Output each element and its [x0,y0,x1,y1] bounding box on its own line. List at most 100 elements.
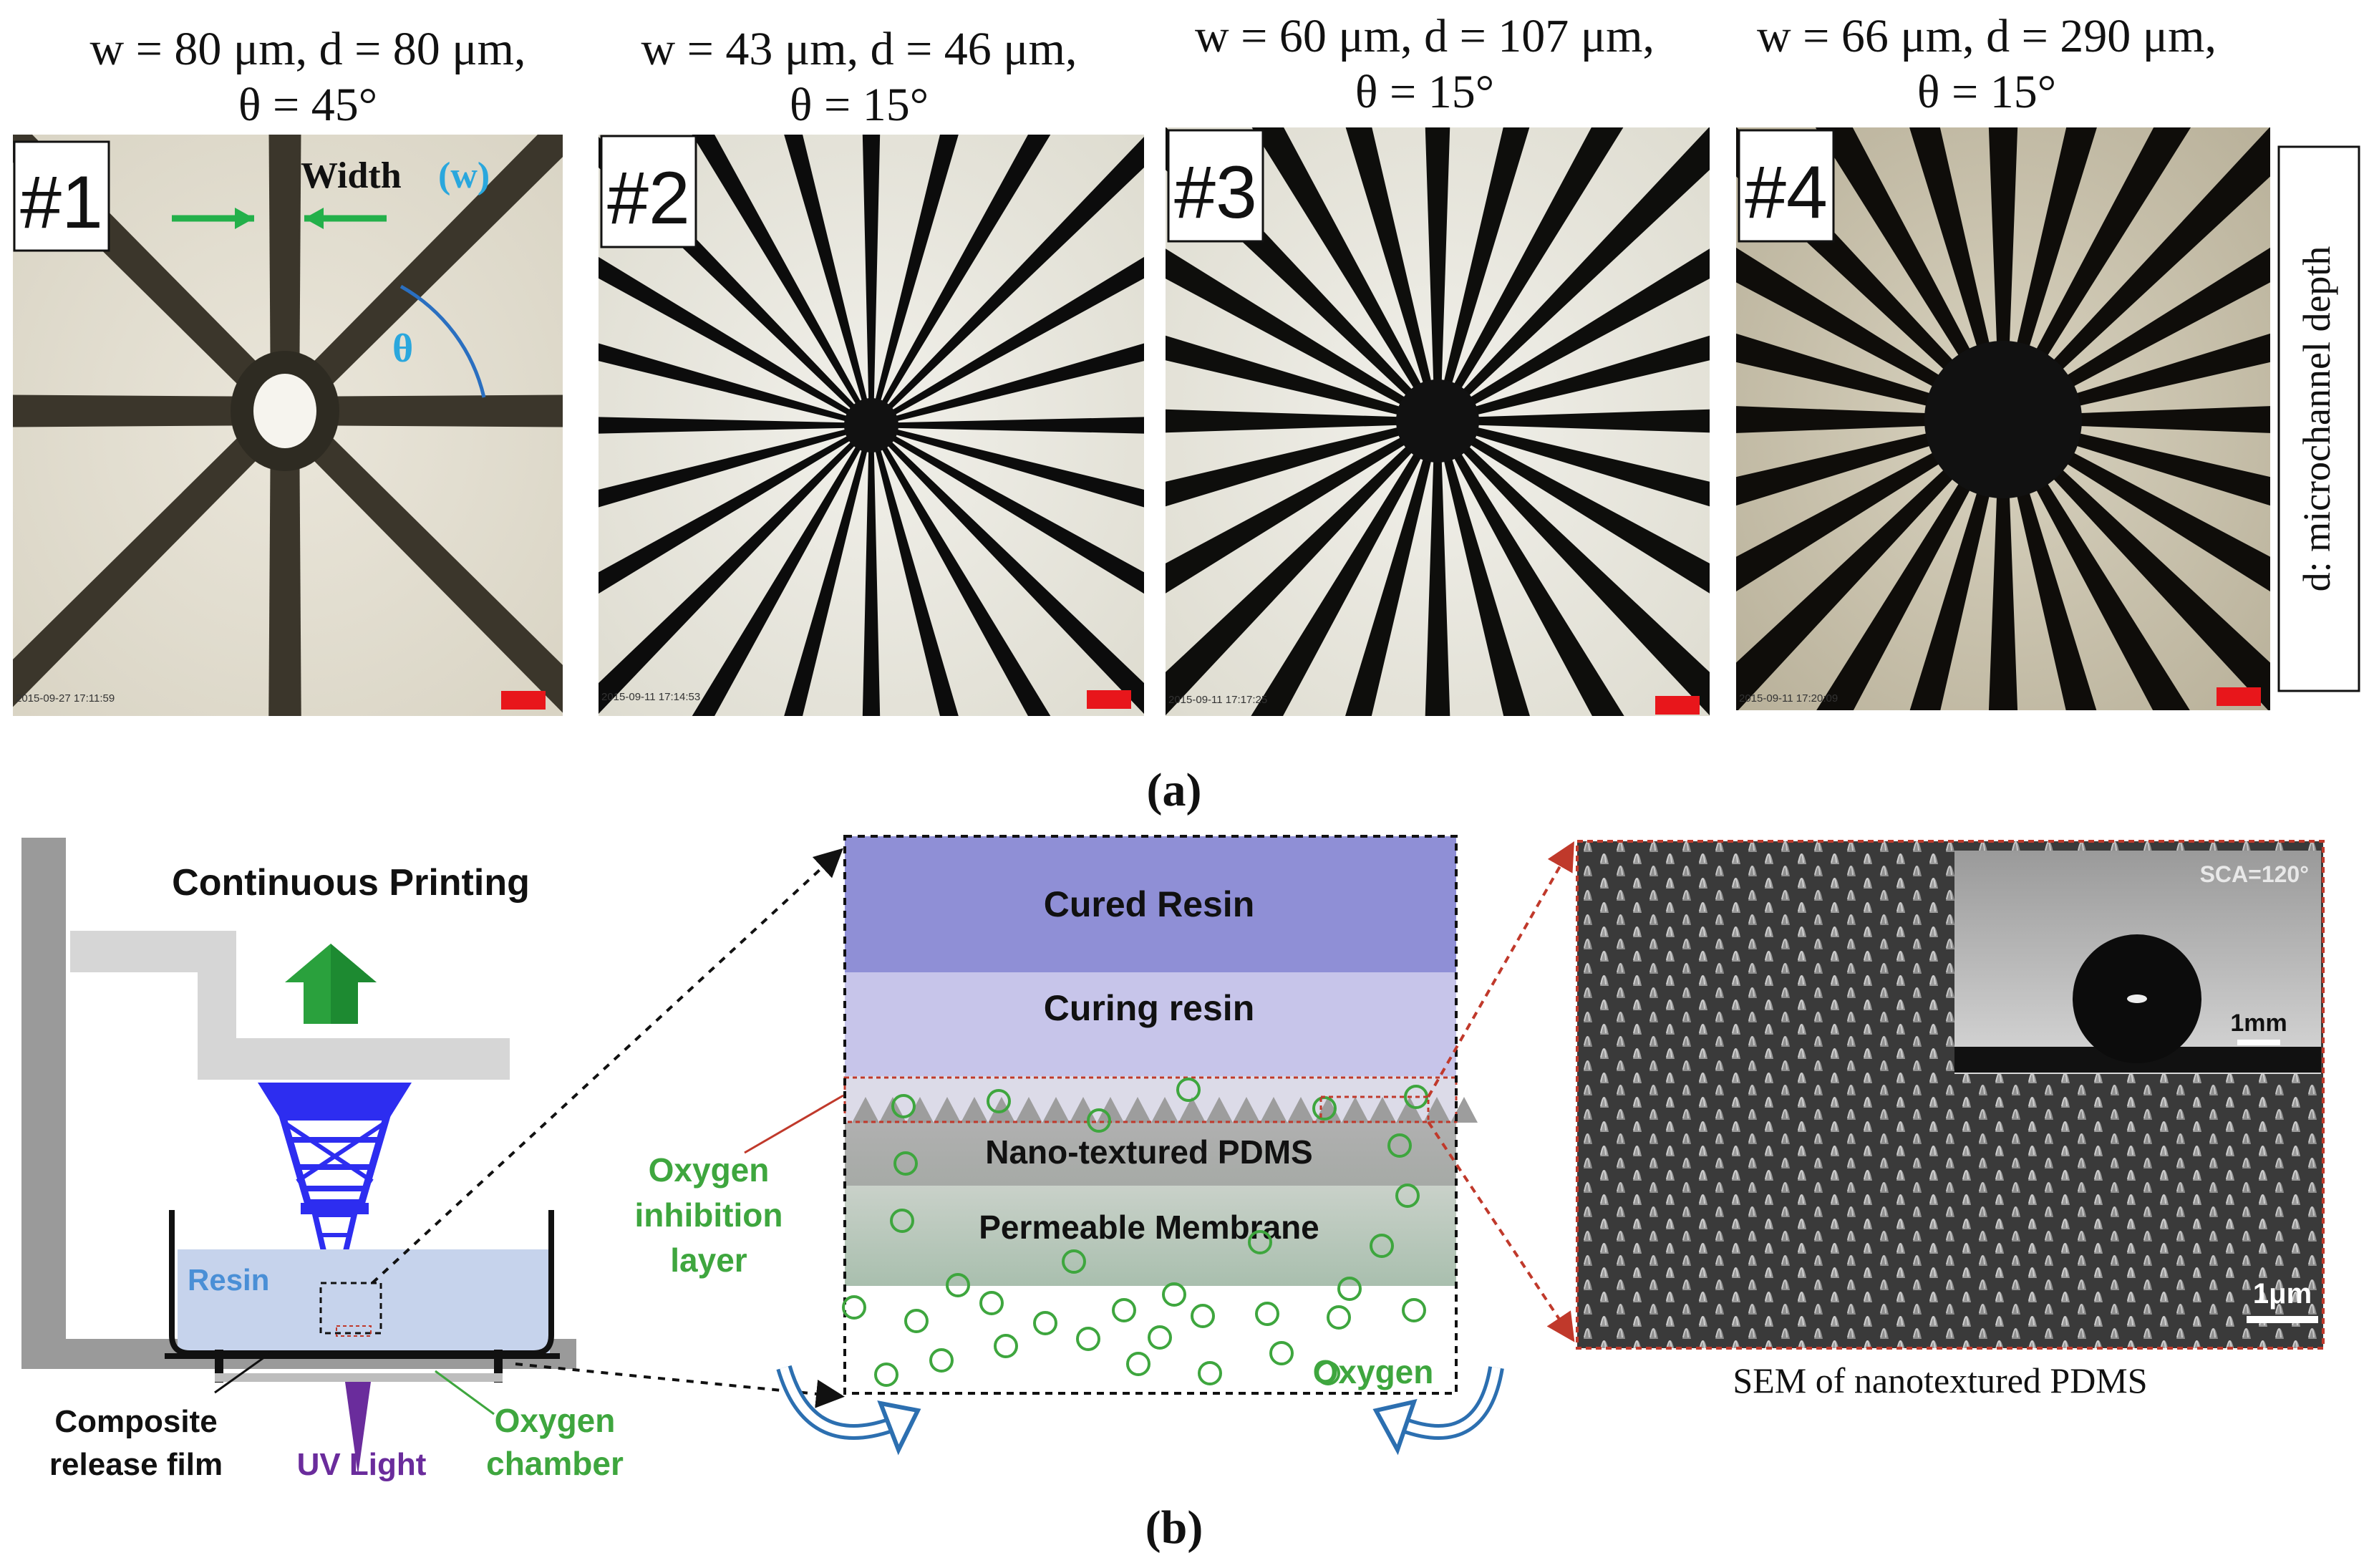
sca-label: SCA=120° [2200,861,2309,887]
oxygen-bubble [1370,1234,1394,1258]
sample-3-params-line2: θ = 15° [1355,66,1494,118]
inset-scale-label: 1mm [2230,1010,2287,1037]
nano-tooth [1015,1097,1042,1123]
oxygen-bubble [1395,1184,1420,1208]
microchannel [1166,248,1439,424]
oxygen-bubble [842,1295,866,1320]
inset-scale-bar [2237,1040,2280,1045]
nano-tooth [1178,1097,1206,1123]
microchannel [1436,335,1710,424]
microchannel [274,400,563,713]
microchannel [1435,419,1710,716]
oxygen-bubble [1387,1133,1412,1158]
microchannel [2000,127,2191,422]
microchannel [869,135,959,426]
microchannel [1436,418,1710,507]
inhibition-label-line1: Oxygen [649,1151,770,1189]
microchannel [1435,420,1530,716]
nano-texture-teeth [852,1097,1478,1123]
microchannel [599,343,872,427]
microchannel [1166,335,1439,424]
microchannel [1166,418,1439,507]
oxygen-bubble [890,1209,914,1233]
microchannel [871,417,1144,434]
microchannel [285,395,563,427]
microchannel [2000,417,2190,710]
oxygen-bubble [874,1363,898,1387]
microchannel [869,135,1051,427]
oxygen-bubble [929,1348,954,1373]
oxygen-chamber-label-line1: Oxygen [495,1402,616,1439]
microchannel [268,411,301,716]
oxygen-bubble [1162,1282,1186,1307]
sample-2-id: #2 [607,157,690,240]
nano-tooth [1369,1097,1396,1123]
oxygen-bubble [1316,1361,1340,1385]
oxygen-bubble [1033,1311,1057,1335]
sample-1-timestamp: 2015-09-27 17:11:59 [16,692,115,705]
scale-bar-4 [2217,687,2261,706]
continuous-printing-label: Continuous Printing [172,862,530,904]
sample-3-params-line1: w = 60 μm, d = 107 μm, [1195,10,1655,62]
microchannel [1345,420,1440,716]
width-symbol: (w) [438,155,490,196]
microchannel [1425,127,1450,421]
sem-scale-bar [2247,1316,2318,1323]
microchannel [1436,418,1710,594]
microchannel [268,135,301,411]
microchannel [869,424,1051,716]
oxygen-bubble [1112,1298,1136,1322]
sem-image: SCA=120° 1mm 1μm SEM of nanotextured PDM… [1576,840,2325,1400]
microchannel [869,423,1144,714]
nano-tooth [1124,1097,1151,1123]
microchannel [871,343,1144,427]
oxygen-bubble [1076,1327,1100,1351]
panel-b-label: (b) [1145,1501,1203,1554]
oxygen-bubble [893,1151,918,1176]
sample-4-timestamp: 2015-09-11 17:20:09 [1739,692,1838,705]
cured-resin-label: Cured Resin [1044,884,1255,924]
microchannel [1435,420,1624,716]
scale-bar-2 [1087,690,1131,709]
microchannel [1435,127,1710,423]
oxygen-bubble [1327,1305,1351,1330]
oxygen-bubble [1198,1361,1222,1385]
nano-tooth [934,1097,961,1123]
oxygen-bubble [994,1334,1018,1358]
oxygen-flow-arrow-right [1372,1366,1504,1456]
oxygen-bubble [1062,1249,1086,1274]
microchannel [599,423,873,594]
panel-a: w = 80 μm, d = 80 μm, θ = 45° w = 43 μm,… [13,10,2360,816]
oxygen-bubble [1269,1341,1294,1365]
microchannel [1345,127,1440,422]
resin-label: Resin [188,1263,269,1297]
oxygen-bubble [987,1089,1011,1113]
micrograph-4: #4 2015-09-11 17:20:09 [1736,127,2270,710]
nano-tooth [1260,1097,1287,1123]
micrograph-3: #3 2015-09-11 17:17:25 [1166,127,1710,716]
scale-bar-1 [501,691,546,710]
microchannel [692,135,873,427]
nano-tooth [1287,1097,1314,1123]
microchannel [1436,248,1710,424]
scale-bar-3 [1655,696,1700,715]
oxygen-bubble [891,1094,916,1118]
microchannel [784,425,873,716]
sample-4-id: #4 [1745,151,1828,234]
inhibition-label-line2: inhibition [635,1196,783,1234]
microchannel [13,400,296,707]
microchannel [1435,127,1624,422]
microchannel [784,135,873,426]
nano-tooth [1396,1097,1423,1123]
micrograph-1: Width (w) θ #1 2015-09-27 17:11:59 [13,135,563,716]
inhibition-label-line3: layer [670,1242,747,1279]
microchannel [1251,127,1440,422]
contact-angle-inset: SCA=120° 1mm [1954,851,2321,1074]
membrane-label: Permeable Membrane [979,1209,1319,1246]
oxygen-bubble [1248,1230,1272,1254]
nano-tooth [906,1097,934,1123]
oxygen-bubble [946,1273,970,1297]
oxygen-bubble [1337,1277,1362,1301]
nano-tooth [1342,1097,1369,1123]
microchannel [1815,127,2007,422]
